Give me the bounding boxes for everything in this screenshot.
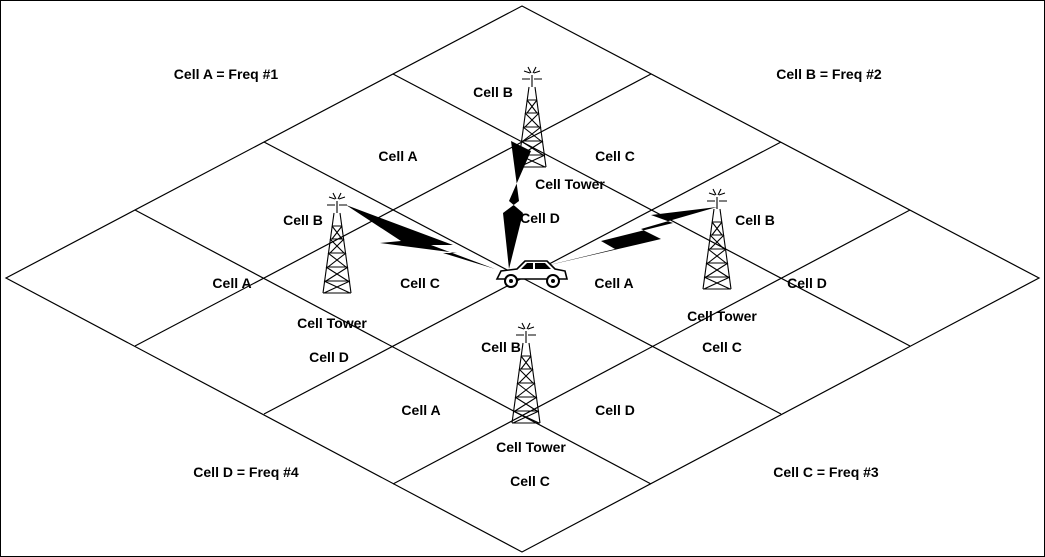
cell-tower-left-icon	[322, 192, 352, 294]
cell-tower-bottom-icon	[511, 322, 541, 424]
tower-label: Cell Tower	[535, 176, 605, 192]
radio-link-bolt-right	[541, 207, 717, 267]
cell-label: Cell C	[400, 275, 440, 291]
grid-line	[392, 73, 911, 347]
legend-cell-a-freq: Cell A = Freq #1	[174, 66, 279, 82]
cell-label: Cell D	[309, 349, 349, 365]
radio-link-bolt-top	[503, 141, 531, 269]
cell-label: Cell A	[401, 402, 440, 418]
tower-label: Cell Tower	[297, 315, 367, 331]
cell-label: Cell B	[473, 84, 513, 100]
cell-label: Cell A	[594, 275, 633, 291]
cell-tower-top-icon	[517, 66, 547, 168]
legend-cell-d-freq: Cell D = Freq #4	[193, 464, 299, 480]
cell-label: Cell C	[510, 473, 550, 489]
car-icon	[495, 260, 569, 288]
grid-line	[134, 209, 652, 485]
legend-cell-c-freq: Cell C = Freq #3	[773, 464, 879, 480]
coverage-area-outline	[4, 5, 1041, 553]
cell-label: Cell C	[595, 148, 635, 164]
tower-label: Cell Tower	[687, 308, 757, 324]
cell-label: Cell D	[520, 210, 560, 226]
cell-label: Cell A	[212, 275, 251, 291]
cell-label: Cell B	[481, 339, 521, 355]
cell-label: Cell C	[702, 339, 742, 355]
cell-tower-right-icon	[702, 188, 732, 290]
grid-line	[392, 209, 911, 485]
cell-label: Cell D	[787, 275, 827, 291]
radio-link-bolt-left	[346, 205, 495, 269]
cell-label: Cell A	[378, 148, 417, 164]
tower-label: Cell Tower	[496, 439, 566, 455]
cell-label: Cell B	[283, 212, 323, 228]
legend-cell-b-freq: Cell B = Freq #2	[776, 66, 882, 82]
cell-label: Cell D	[595, 402, 635, 418]
cell-label: Cell B	[735, 212, 775, 228]
